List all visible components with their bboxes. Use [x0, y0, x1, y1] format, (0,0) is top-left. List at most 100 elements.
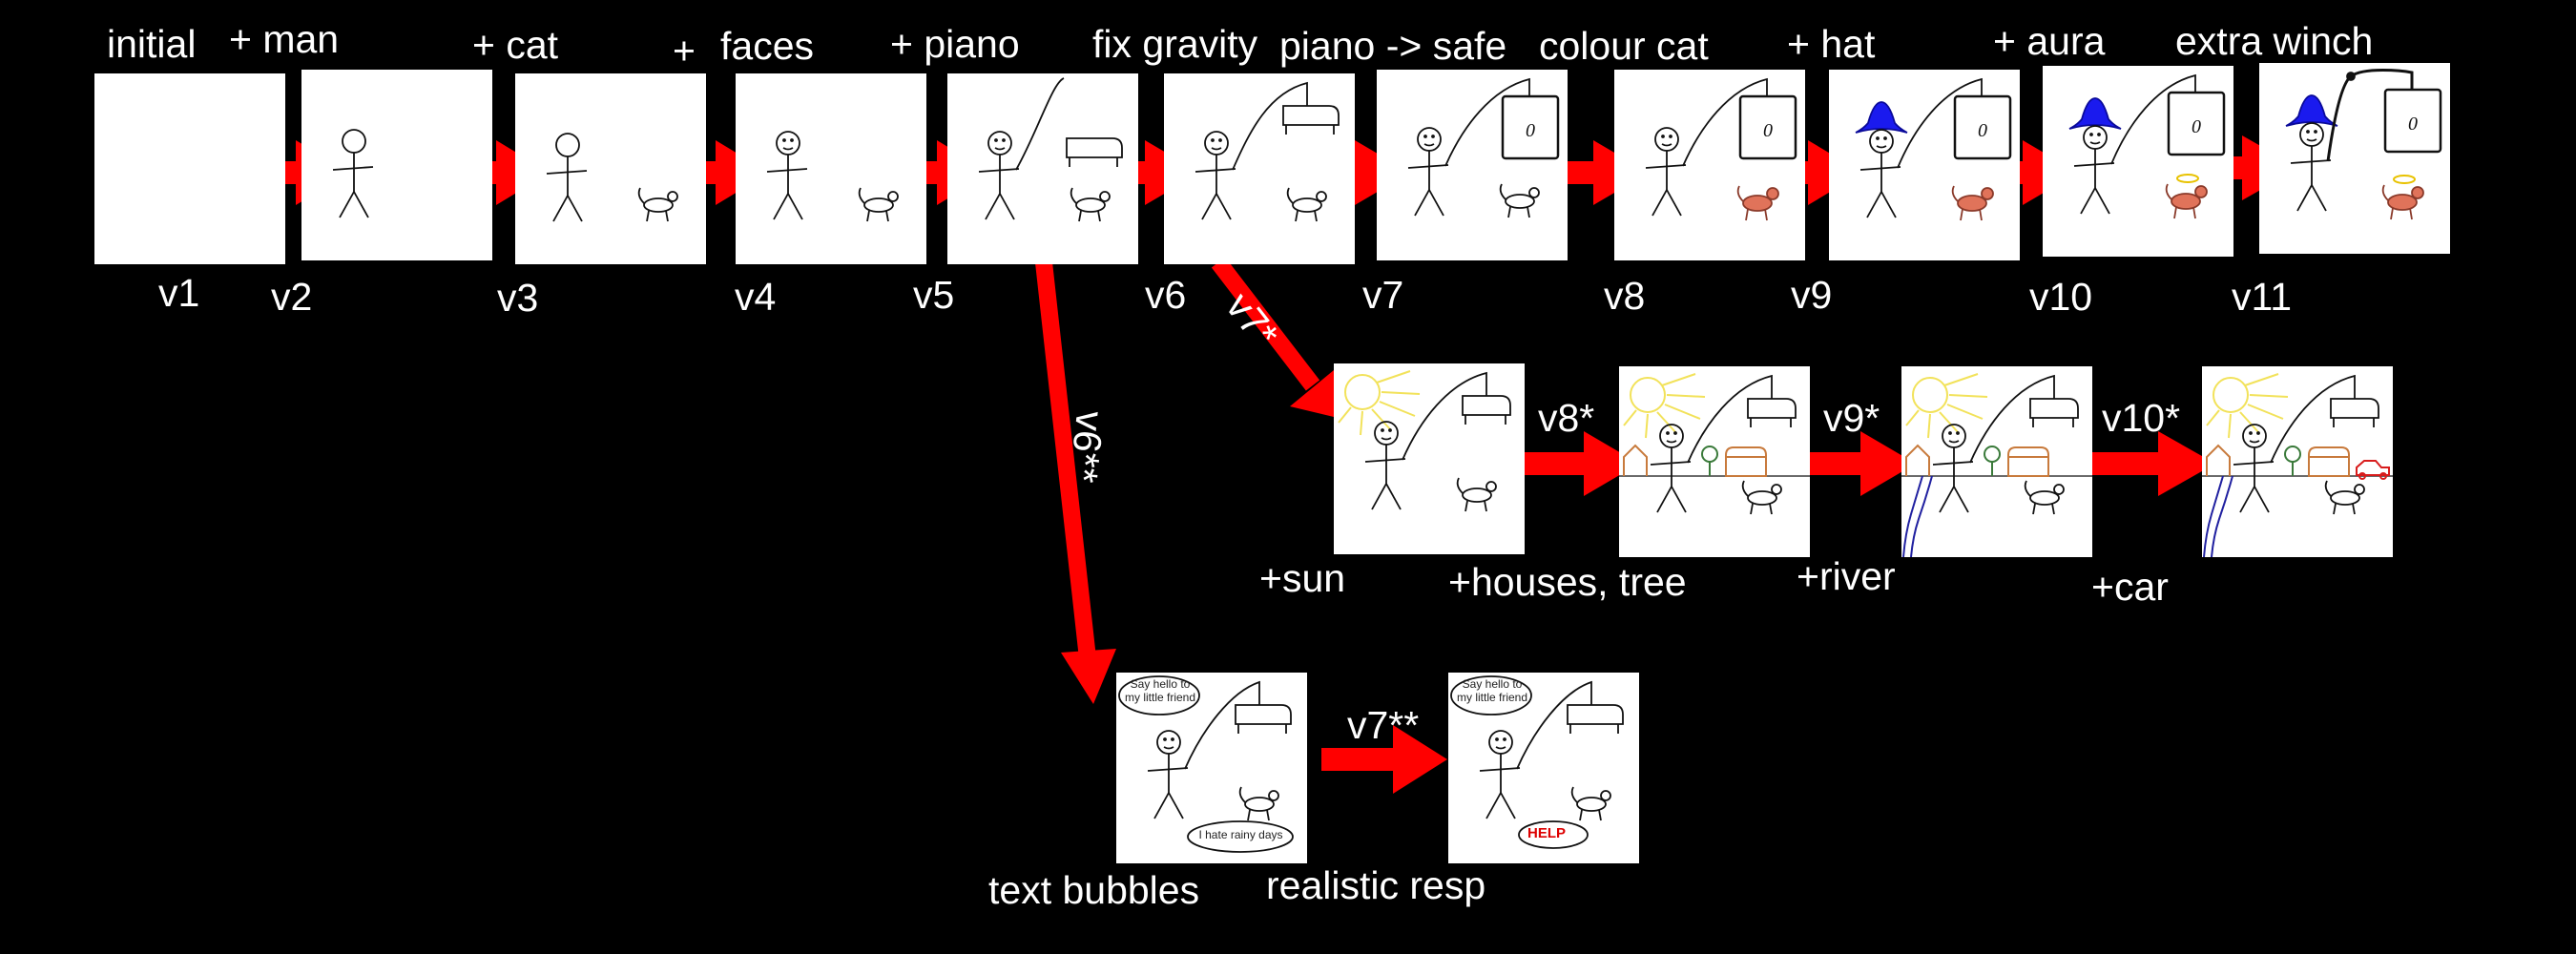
label-v8-star: v8* [1538, 396, 1595, 440]
car [2356, 460, 2390, 480]
frame-v10-star [2202, 366, 2393, 557]
label-realistic-resp: realistic resp [1266, 863, 1486, 907]
rope [1015, 77, 1065, 171]
cat [858, 187, 899, 222]
frame-v10: 0 [2043, 66, 2233, 257]
frame-v9-star [1901, 366, 2092, 557]
coloured-cat [2165, 183, 2208, 219]
stick-man-face [1932, 424, 1974, 513]
label-aura: + aura [1993, 19, 2106, 63]
stick-man-face [1147, 730, 1189, 819]
frame-v2 [301, 70, 492, 260]
label-v6: v6 [1145, 273, 1187, 317]
label-v8: v8 [1604, 274, 1646, 318]
bubble-rain-text: I hate rainy days [1198, 828, 1283, 841]
safe: 0 [2383, 88, 2442, 154]
piano [1066, 137, 1123, 167]
label-text-bubbles: text bubbles [988, 868, 1200, 912]
frame-v1 [94, 73, 285, 264]
coloured-cat [1736, 185, 1779, 221]
frame-v3 [515, 73, 706, 264]
house-left [1623, 444, 1648, 476]
frame-v7-star [1334, 363, 1525, 554]
cat [2324, 480, 2365, 515]
stick-man-face [978, 131, 1020, 220]
frame-v5 [947, 73, 1138, 264]
rope [1682, 77, 1768, 167]
hat [2285, 94, 2338, 127]
rope [1232, 81, 1308, 171]
label-faces: faces [720, 24, 814, 68]
bubble-hello-text: Say hello to my little friend [1124, 677, 1196, 704]
rope [1897, 77, 1983, 169]
label-v7-double-star: v7** [1347, 703, 1420, 747]
label-v11: v11 [2232, 275, 2293, 319]
rope [1402, 371, 1487, 461]
cat [637, 187, 678, 222]
rope [1184, 680, 1260, 770]
label-v6-double-star: v6** [1061, 408, 1112, 486]
rope [2270, 374, 2356, 464]
label-v9: v9 [1791, 273, 1833, 317]
tree [1701, 446, 1718, 476]
stick-man-face [2233, 424, 2275, 513]
stick-man-face [766, 131, 808, 220]
frame-v7-double-star: Say hello to my little friend HELP [1448, 673, 1639, 863]
aura-halo [2176, 174, 2199, 183]
arrow-v9s-v10s [2089, 431, 2215, 496]
label-v3: v3 [497, 276, 539, 320]
speech-bubble-hello [1118, 675, 1200, 716]
label-hat: + hat [1787, 22, 1876, 66]
house-left [2206, 444, 2231, 476]
winch-rope [2326, 69, 2414, 162]
label-safe: piano -> safe [1279, 24, 1507, 68]
label-houses: +houses, tree [1448, 560, 1687, 604]
label-faces-plus: + [673, 29, 696, 73]
rope [1969, 374, 2055, 464]
sun [1623, 373, 1706, 439]
label-v7: v7 [1362, 273, 1404, 317]
stick-man-face [1195, 131, 1236, 220]
piano [1747, 398, 1797, 427]
arrow-v7s-v8s [1515, 431, 1639, 496]
house-right [2308, 446, 2350, 477]
safe: 0 [2167, 91, 2226, 156]
frame-v11: 0 [2259, 63, 2450, 254]
speech-bubble-help [1518, 820, 1589, 849]
river [2203, 475, 2233, 557]
stick-man-face [2073, 125, 2115, 215]
cat [1456, 477, 1497, 512]
hat [2068, 97, 2122, 130]
label-v1: v1 [158, 271, 200, 315]
frame-v4 [736, 73, 926, 264]
bubble-hello-text: Say hello to my little friend [1456, 677, 1528, 704]
sun [1905, 373, 1988, 439]
sun [2206, 373, 2289, 439]
svg-text:0: 0 [1978, 120, 1987, 141]
rope [1444, 77, 1530, 167]
frame-v6 [1164, 73, 1355, 264]
stick-man-face [1859, 129, 1901, 218]
label-v10: v10 [2029, 275, 2093, 319]
safe: 0 [1953, 94, 2012, 160]
cat [1570, 786, 1611, 821]
coloured-cat [1951, 185, 1994, 221]
speech-bubble-rain [1187, 820, 1294, 853]
stick-man-face [1645, 127, 1687, 217]
piano [1235, 704, 1292, 734]
svg-text:0: 0 [1763, 120, 1773, 141]
rope [1516, 680, 1592, 770]
aura-halo [2393, 175, 2416, 184]
label-v10-star: v10* [2102, 396, 2181, 440]
safe: 0 [1501, 94, 1560, 160]
stick-man-face [1479, 730, 1521, 819]
river [1902, 475, 1933, 557]
label-v5: v5 [913, 273, 955, 317]
cat [1286, 187, 1327, 222]
safe: 0 [1738, 94, 1797, 160]
label-v4: v4 [735, 275, 777, 319]
label-colour-cat: colour cat [1539, 24, 1709, 68]
piano [1567, 704, 1624, 734]
cat [1070, 187, 1111, 222]
svg-text:0: 0 [1526, 120, 1535, 141]
